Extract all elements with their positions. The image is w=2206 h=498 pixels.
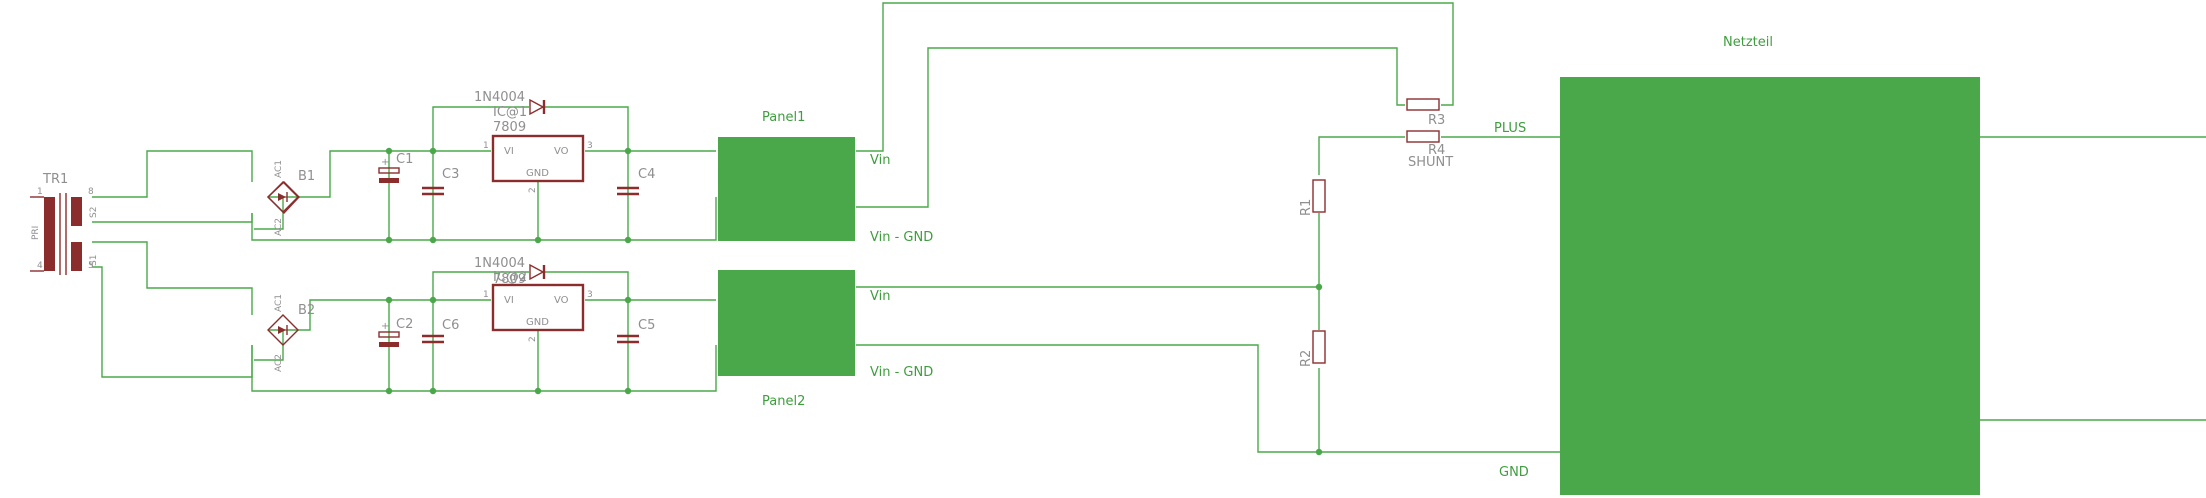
c4-label: C4 (638, 167, 655, 182)
tr1-label: TR1 (42, 172, 68, 187)
reg2-vo: VO (554, 295, 569, 306)
panel1-label: Panel1 (762, 110, 805, 125)
tr1-pin4: 4 (37, 261, 43, 271)
c6-label: C6 (442, 318, 459, 333)
shunt-label: SHUNT (1408, 155, 1453, 170)
reg2-pin3: 3 (587, 290, 593, 300)
b1-label: B1 (298, 169, 315, 184)
capacitor-c2[interactable]: + C2 (378, 317, 413, 347)
bridge-rectifier-b2[interactable]: B2 AC1 AC2 (267, 294, 315, 372)
wire-panel1-vin (856, 2, 1454, 152)
ic2-ref: IC@2 (493, 270, 527, 285)
panel1-vin: Vin (870, 153, 890, 168)
b1-ac2: AC2 (274, 218, 284, 236)
b1-ac1: AC1 (274, 160, 284, 178)
reg2-pin2: 2 (528, 336, 538, 342)
wire-b1-plus (283, 150, 491, 198)
reg1-gnd: GND (526, 168, 549, 179)
reg1-part: 7809 (493, 120, 526, 135)
psu-gnd-label: GND (1499, 465, 1529, 480)
svg-text:+: + (381, 157, 389, 168)
b2-ac2: AC2 (274, 354, 284, 372)
tr1-pin1: 1 (37, 187, 43, 197)
wire-b2-plus (283, 299, 491, 331)
r3-label: R3 (1428, 113, 1445, 128)
capacitor-c4[interactable]: C4 (617, 167, 655, 196)
panel2-label: Panel2 (762, 394, 805, 409)
reg2-vi: VI (504, 295, 514, 306)
tr1-pin5: 5 (88, 261, 94, 271)
r1-label: R1 (1299, 199, 1314, 216)
psu-label: Netzteil (1723, 35, 1773, 50)
regulator-7809-2[interactable]: 7809 VI VO GND 1 3 2 (483, 272, 593, 342)
tr1-s2-label: S2 (89, 207, 99, 218)
wire-rail1-gnd (251, 197, 717, 241)
tr1-pri-label: PRI (31, 226, 41, 240)
wire-b1-minus (254, 196, 284, 230)
reg2-pin1: 1 (483, 290, 489, 300)
capacitor-c3[interactable]: C3 (422, 167, 459, 196)
c1-label: C1 (396, 152, 413, 167)
panel2-vin: Vin (870, 289, 890, 304)
capacitor-c6[interactable]: C6 (422, 318, 459, 344)
r2-label: R2 (1299, 350, 1314, 367)
panel1-vin-gnd: Vin - GND (870, 230, 933, 245)
reg1-pin1: 1 (483, 141, 489, 151)
wire-panel1-gnd (856, 47, 1405, 208)
power-supply-netzteil[interactable]: Netzteil PLUS GND (1494, 35, 1980, 495)
c2-label: C2 (396, 317, 413, 332)
tr1-pin8: 8 (88, 187, 94, 197)
psu-plus-label: PLUS (1494, 121, 1526, 136)
diode-1n4004-1[interactable]: 1N4004 IC@1 (474, 90, 546, 120)
reg2-gnd: GND (526, 317, 549, 328)
r4-label: R4 (1428, 143, 1445, 158)
diode1-part: 1N4004 (474, 90, 525, 105)
reg1-pin3: 3 (587, 141, 593, 151)
reg1-vi: VI (504, 146, 514, 157)
wire-tr-b2-ac1 (92, 241, 253, 315)
wire-tr-b1-ac2 (92, 213, 253, 223)
svg-text:+: + (381, 321, 389, 332)
wire-tr-b1-ac1 (92, 150, 253, 198)
tr1-s1-label: S1 (89, 255, 99, 266)
diode-1n4004-2[interactable]: 1N4004 IC@2 (474, 256, 546, 285)
wire-r1-top (1318, 136, 1405, 175)
reg1-pin2: 2 (528, 187, 538, 193)
b2-ac1: AC1 (274, 294, 284, 312)
diode2-part: 1N4004 (474, 256, 525, 271)
c5-label: C5 (638, 318, 655, 333)
resistor-r3[interactable]: R3 (1406, 98, 1445, 128)
junctions (385, 147, 1323, 456)
capacitor-c1[interactable]: + C1 (378, 152, 413, 183)
panel2-vin-gnd: Vin - GND (870, 365, 933, 380)
panel2[interactable]: Panel2 Vin Vin - GND (718, 270, 933, 409)
b2-label: B2 (298, 303, 315, 318)
reg2-part: 7809 (493, 272, 526, 287)
wire-rail2-gnd (251, 345, 717, 392)
panel1[interactable]: Panel1 Vin Vin - GND (718, 110, 933, 245)
c3-label: C3 (442, 167, 459, 182)
wire-tr-b2-ac2 (92, 266, 253, 378)
resistor-r4[interactable]: R4 SHUNT (1406, 130, 1453, 170)
resistor-r1[interactable]: R1 (1299, 179, 1326, 216)
resistor-r2[interactable]: R2 (1299, 330, 1326, 367)
wire-panel2-gnd (856, 344, 1560, 453)
regulator-7809-1[interactable]: 7809 VI VO GND 1 3 2 (483, 120, 593, 193)
reg1-vo: VO (554, 146, 569, 157)
capacitor-c5[interactable]: C5 (617, 318, 655, 344)
bridge-rectifier-b1[interactable]: B1 AC1 AC2 (266, 160, 315, 236)
transformer-tr1[interactable]: TR1 PRI S2 S1 1 4 8 5 (30, 172, 99, 275)
ic1-ref: IC@1 (493, 105, 527, 120)
